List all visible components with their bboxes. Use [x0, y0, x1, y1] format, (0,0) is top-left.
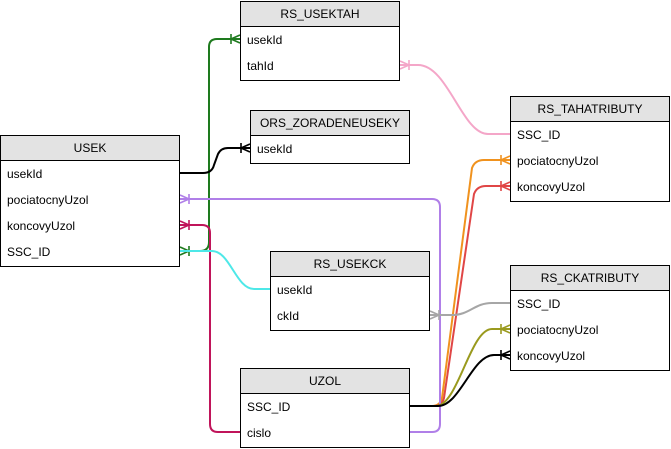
entity-title: RS_TAHATRIBUTY — [511, 97, 669, 122]
relationship-line — [399, 60, 510, 135]
entity-rs-usekck[interactable]: RS_USEKCK usekId ckId — [270, 251, 430, 331]
crows-foot-icon — [500, 324, 511, 334]
crows-foot-icon — [500, 155, 511, 165]
entity-title: RS_CKATRIBUTY — [511, 266, 669, 291]
entity-rs-usektah[interactable]: RS_USEKTAH usekId tahId — [240, 1, 400, 81]
crows-foot-icon — [500, 350, 511, 360]
entity-title: USEK — [1, 136, 179, 161]
relationship-line — [179, 220, 240, 433]
entity-rs-tahatributy[interactable]: RS_TAHATRIBUTY SSC_ID pociatocnyUzol koncov… — [510, 96, 670, 202]
entity-field-usekid: usekId — [257, 142, 293, 156]
entity-title: RS_USEKTAH — [241, 2, 399, 27]
crows-foot-icon — [500, 181, 511, 191]
relationship-line — [410, 350, 511, 407]
entity-field-pociatocnyuzol: pociatocnyUzol — [7, 193, 89, 207]
entity-field-ssc-id: SSC_ID — [517, 297, 561, 311]
crows-foot-icon — [179, 220, 190, 230]
crows-foot-icon — [230, 34, 241, 44]
entity-field-pociatocnyuzol: pociatocnyUzol — [517, 323, 599, 337]
entity-ors-zoradeneuseky[interactable]: ORS_ZORADENEUSEKY usekId — [250, 110, 410, 164]
entity-field-usekid: usekId — [7, 167, 43, 181]
entity-field-ssc-id: SSC_ID — [517, 128, 561, 142]
entity-field-cislo: cislo — [247, 426, 272, 440]
crows-foot-icon — [399, 60, 410, 70]
entity-field-ssc-id: SSC_ID — [7, 245, 51, 259]
entity-field-koncovyuzol: koncovyUzol — [517, 349, 586, 363]
entity-field-koncovyuzol: koncovyUzol — [517, 180, 586, 194]
relationship-line — [410, 324, 511, 407]
entity-title: UZOL — [241, 369, 409, 394]
entity-field-usekid: usekId — [247, 33, 283, 47]
crows-foot-icon — [240, 143, 251, 153]
relationship-line — [180, 143, 251, 174]
entity-rs-ckatributy[interactable]: RS_CKATRIBUTY SSC_ID pociatocnyUzol koncovy… — [510, 265, 670, 371]
entity-field-tahid: tahId — [247, 59, 274, 73]
crows-foot-icon — [179, 194, 190, 204]
entity-field-usekid: usekId — [277, 283, 313, 297]
entity-title: RS_USEKCK — [271, 252, 429, 277]
entity-title: ORS_ZORADENEUSEKY — [251, 111, 409, 136]
entity-field-koncovyuzol: koncovyUzol — [7, 219, 76, 233]
relationship-line — [180, 250, 270, 290]
entity-field-ssc-id: SSC_ID — [247, 400, 291, 414]
crows-foot-icon — [429, 310, 440, 320]
entity-field-pociatocnyuzol: pociatocnyUzol — [517, 154, 599, 168]
relationship-line — [429, 302, 510, 320]
entity-field-ckid: ckId — [277, 309, 300, 323]
